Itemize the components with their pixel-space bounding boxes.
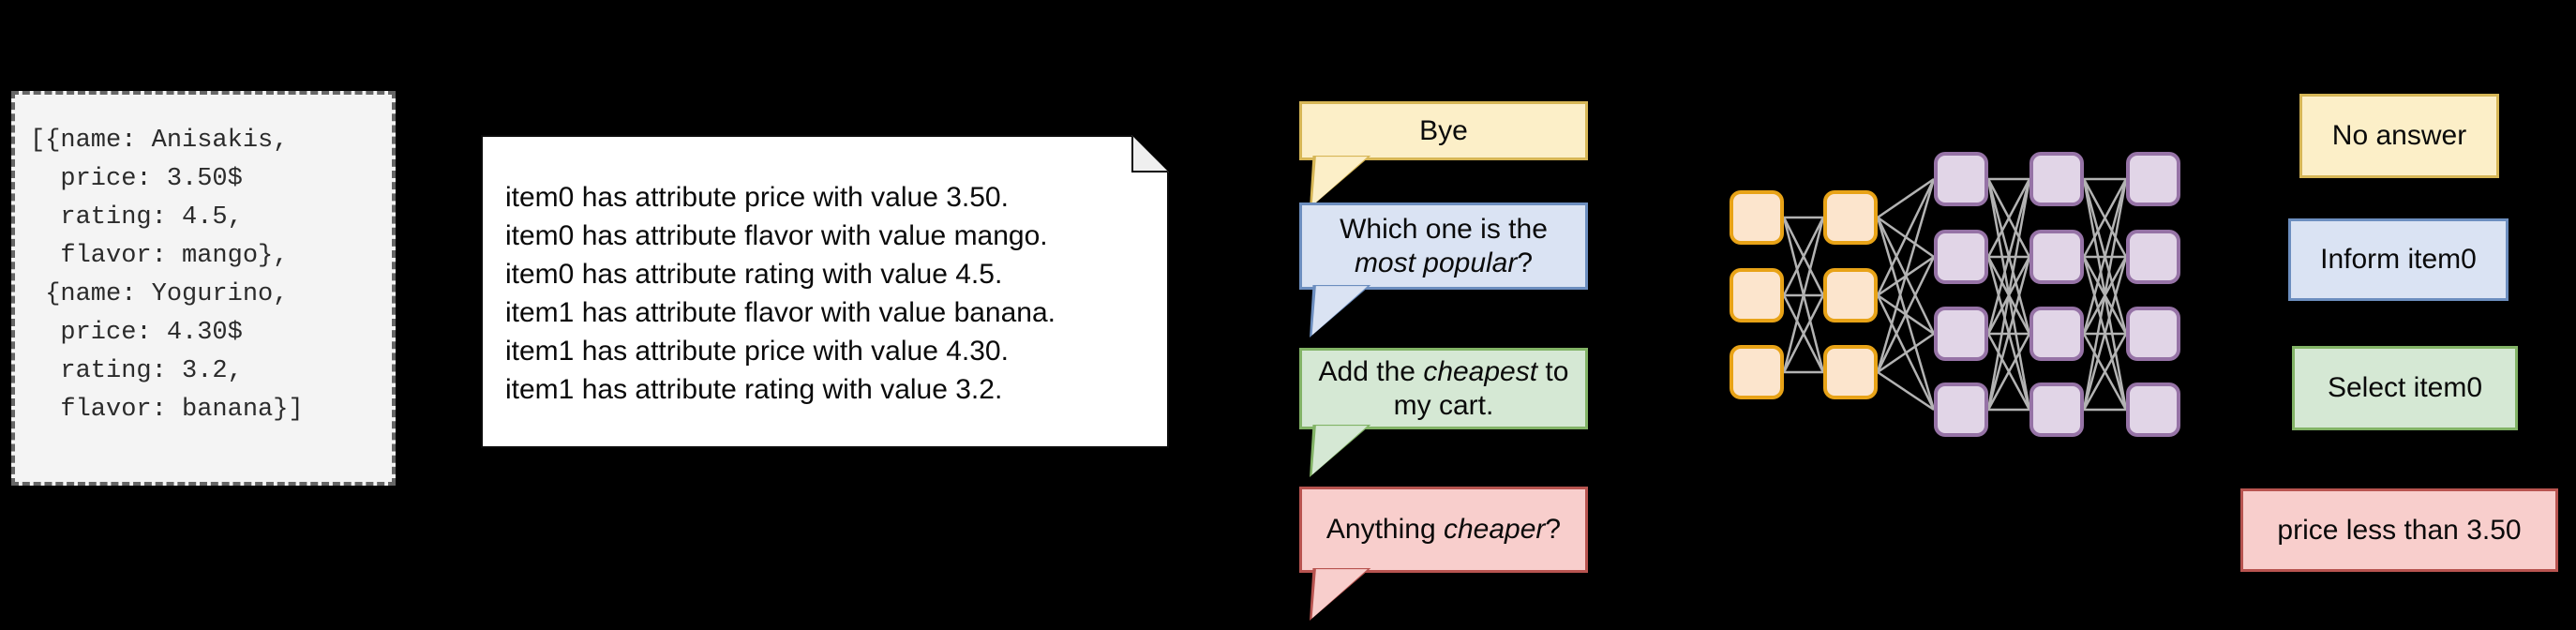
speech-bubble-most-popular: Which one is the most popular? — [1299, 202, 1588, 338]
encoder-node-0-2 — [1730, 345, 1784, 399]
output-label-inform-text: Inform item0 — [2320, 244, 2477, 275]
output-label-price-rule: price less than 3.50 — [2240, 488, 2558, 572]
decoder-node-4-0 — [2126, 152, 2180, 206]
speech-bubble-tail — [1310, 285, 1371, 338]
encoder-node-1-2 — [1823, 345, 1878, 399]
speech-bubble-cheapest-to-cart: Add the cheapest to my cart. — [1299, 348, 1588, 477]
speech-bubble-tail — [1310, 156, 1371, 208]
neural-network-diagram — [1706, 131, 2194, 459]
speech-bubble-bye-text: Bye — [1419, 114, 1468, 146]
decoder-node-4-1 — [2126, 230, 2180, 284]
decoder-node-3-2 — [2029, 307, 2084, 361]
output-label-no-answer: No answer — [2299, 94, 2499, 178]
speech-bubble-tail — [1310, 425, 1371, 477]
encoder-node-0-1 — [1730, 268, 1784, 322]
decoder-node-2-3 — [1934, 382, 1988, 437]
decoder-node-4-2 — [2126, 307, 2180, 361]
speech-bubble-most-popular-text: Which one is the most popular? — [1340, 213, 1548, 278]
decoder-node-4-3 — [2126, 382, 2180, 437]
speech-bubble-anything-cheaper: Anything cheaper? — [1299, 487, 1588, 621]
speech-bubble-anything-cheaper-text: Anything cheaper? — [1325, 514, 1562, 545]
encoder-node-1-0 — [1823, 190, 1878, 245]
output-label-inform: Inform item0 — [2288, 218, 2509, 301]
speech-bubble-bye: Bye — [1299, 101, 1588, 208]
decoder-node-2-0 — [1934, 152, 1988, 206]
output-label-select-text: Select item0 — [2327, 372, 2483, 403]
decoder-node-3-0 — [2029, 152, 2084, 206]
item-json-text: [{name: Anisakis, price: 3.50$ rating: 4… — [30, 127, 304, 424]
decoder-node-3-3 — [2029, 382, 2084, 437]
output-label-price-rule-text: price less than 3.50 — [2277, 514, 2522, 546]
speech-bubble-cheapest-to-cart-text: Add the cheapest to my cart. — [1318, 355, 1569, 421]
encoder-node-1-1 — [1823, 268, 1878, 322]
output-label-select: Select item0 — [2292, 346, 2518, 430]
speech-bubble-tail — [1310, 568, 1371, 621]
note-sheet — [481, 135, 1169, 448]
decoder-node-3-1 — [2029, 230, 2084, 284]
attribute-statements-card: item0 has attribute price with value 3.5… — [481, 135, 1169, 448]
item-json-panel: [{name: Anisakis, price: 3.50$ rating: 4… — [11, 91, 396, 486]
page-fold-icon — [1131, 135, 1169, 172]
network-edges — [1782, 177, 2128, 412]
decoder-node-2-2 — [1934, 307, 1988, 361]
decoder-node-2-1 — [1934, 230, 1988, 284]
output-label-no-answer-text: No answer — [2331, 120, 2467, 151]
attribute-statements-text: item0 has attribute price with value 3.5… — [505, 182, 1056, 405]
encoder-node-0-0 — [1730, 190, 1784, 245]
